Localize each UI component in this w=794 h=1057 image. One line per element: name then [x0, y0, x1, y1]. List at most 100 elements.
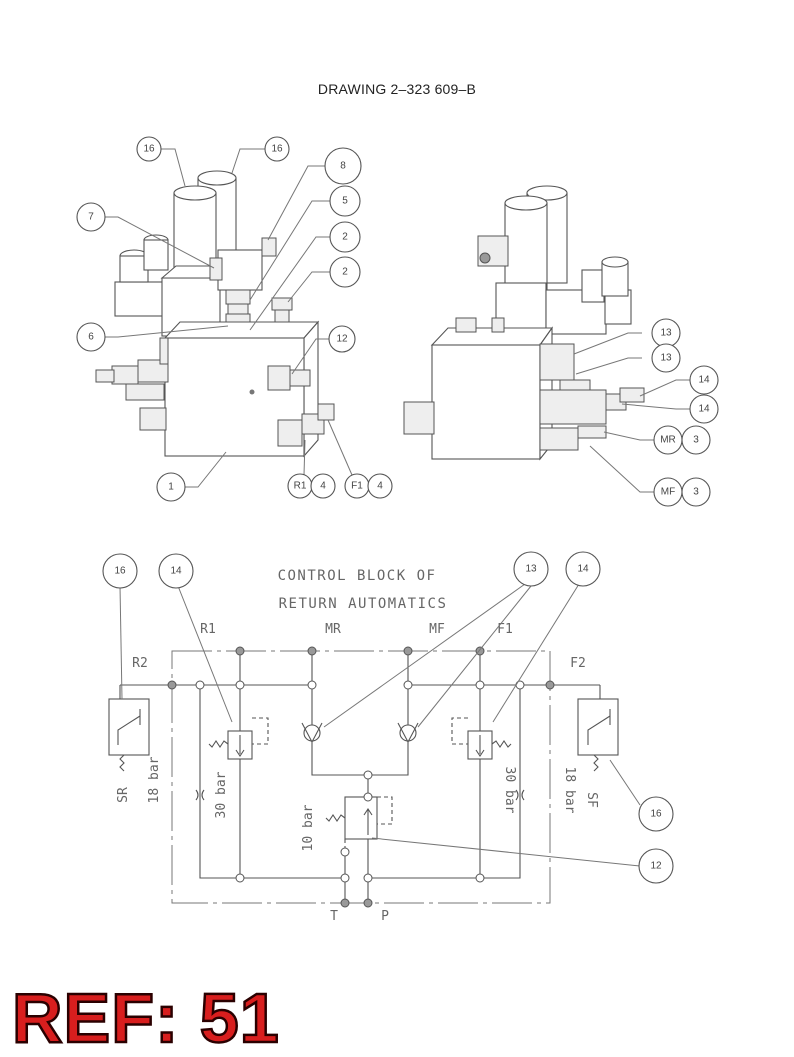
- port-node: [307, 646, 317, 656]
- leader-line: [621, 403, 690, 410]
- valve-arrow: [363, 808, 373, 835]
- ref-label: REF: 51: [11, 979, 280, 1057]
- port-label-t: T: [330, 909, 338, 924]
- sensor-valve-sf: [577, 698, 619, 756]
- pressure-label: 10 bar: [301, 804, 316, 851]
- leader-line: [291, 338, 329, 375]
- relief-valve-center: [344, 796, 378, 840]
- callout-label: F1: [351, 481, 363, 492]
- port-node: [403, 646, 413, 656]
- callout-label: 5: [342, 196, 348, 207]
- leader-line: [417, 585, 532, 728]
- junction-node: [235, 873, 245, 883]
- callout-bubble: [681, 425, 711, 455]
- leader-line: [249, 200, 330, 301]
- callout-bubble: [156, 472, 186, 502]
- spring-icon: [119, 754, 125, 772]
- callout-bubble: [638, 796, 674, 832]
- main-block-side: [303, 320, 319, 458]
- callout-bubble: [136, 136, 162, 162]
- port-label-mf: MF: [429, 622, 445, 637]
- callout-label: 3: [693, 435, 699, 446]
- port-label-r1: R1: [200, 622, 216, 637]
- callout-label: 13: [660, 328, 672, 339]
- callout-bubble: [689, 365, 719, 395]
- leader-line: [639, 379, 690, 397]
- callout-bubble: [76, 322, 106, 352]
- junction-node: [363, 792, 373, 802]
- callout-bubble: [513, 551, 549, 587]
- leader-line: [327, 419, 353, 476]
- sensor-switch: [587, 709, 611, 745]
- callout-bubble: [324, 147, 362, 185]
- callout-label: 13: [660, 353, 672, 364]
- callout-label: 2: [342, 232, 348, 243]
- port-node: [340, 898, 350, 908]
- pressure-label: 18 bar: [562, 767, 577, 814]
- callout-bubble: [681, 477, 711, 507]
- valve-arrow: [235, 735, 245, 757]
- fitting: [455, 317, 477, 333]
- callout-label: 4: [377, 481, 383, 492]
- callout-bubble: [329, 185, 361, 217]
- port-label-f2: F2: [570, 656, 586, 671]
- fitting: [159, 337, 169, 365]
- connector-7: [209, 257, 223, 281]
- pressure-label: 30 bar: [502, 767, 517, 814]
- callout-bubble: [565, 551, 601, 587]
- fitting-13: [539, 343, 575, 381]
- callout-bubble: [329, 221, 361, 253]
- fitting: [225, 289, 251, 305]
- junction-node: [340, 847, 350, 857]
- leader-line: [323, 583, 526, 728]
- schematic-title-line1: CONTROL BLOCK OF: [278, 568, 437, 584]
- callout-label: 16: [114, 566, 126, 577]
- sensor-label-sf: SF: [584, 792, 599, 808]
- callout-label: 16: [271, 144, 283, 155]
- callout-label: 14: [698, 375, 710, 386]
- fitting-mr: [577, 425, 607, 439]
- junction-node: [235, 680, 245, 690]
- main-block: [431, 344, 541, 460]
- callout-label: MF: [661, 487, 675, 498]
- leader-line: [119, 585, 123, 700]
- callout-label: MR: [660, 435, 676, 446]
- cylinder-cap: [197, 170, 237, 186]
- port-node: [545, 680, 555, 690]
- sensor-switch: [117, 709, 141, 745]
- junction-node: [475, 680, 485, 690]
- connector-end: [479, 252, 491, 264]
- callout-label: 16: [650, 809, 662, 820]
- check-valve-seat: [301, 722, 323, 744]
- fitting: [403, 401, 435, 435]
- fitting: [491, 317, 505, 333]
- solenoid-cap: [601, 256, 629, 268]
- fitting: [227, 303, 249, 315]
- leader-line: [231, 148, 265, 174]
- sensor-valve-sr: [108, 698, 150, 756]
- block-outline: [171, 650, 551, 904]
- junction-node: [363, 770, 373, 780]
- callout-label: 16: [143, 144, 155, 155]
- solenoid: [601, 261, 629, 297]
- check-valve-seat: [397, 722, 419, 744]
- port-node: [363, 898, 373, 908]
- hydraulic-schematic: CONTROL BLOCK OF RETURN AUTOMATICS R1 MR…: [102, 551, 674, 924]
- mount-hole: [249, 389, 255, 395]
- orifice-icon: [195, 789, 205, 801]
- leader-line: [573, 332, 642, 355]
- callout-label: R1: [294, 481, 307, 492]
- fitting-12: [289, 369, 311, 387]
- callout-bubble: [158, 553, 194, 589]
- assembly-view-right: 13 13 14 14 MR 3 MF 3: [403, 185, 719, 507]
- spring-icon: [325, 814, 346, 822]
- callout-label: 3: [693, 487, 699, 498]
- fitting: [139, 407, 167, 431]
- leader-line: [603, 431, 654, 441]
- callout-bubble: [329, 256, 361, 288]
- cylinder-cap: [173, 185, 217, 201]
- callout-bubble: [651, 343, 681, 373]
- junction-node: [307, 680, 317, 690]
- callout-label: 4: [320, 481, 326, 492]
